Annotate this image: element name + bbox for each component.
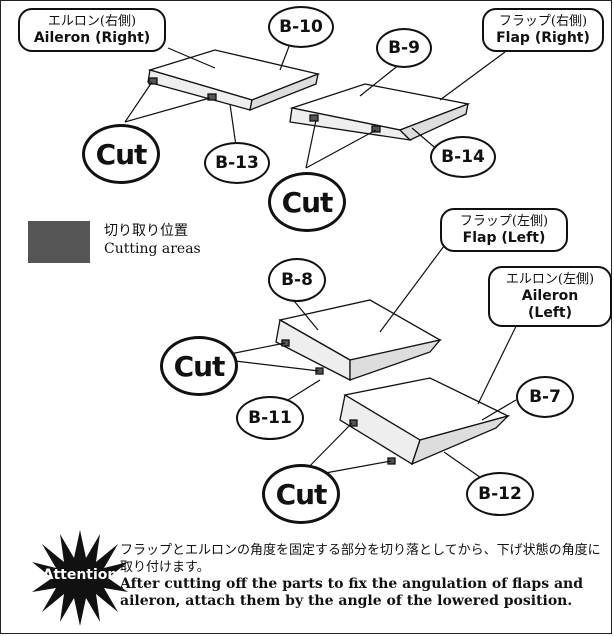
- aileron-right-part: [147, 49, 321, 112]
- callout-aileron-right-jp: エルロン(右側): [47, 14, 137, 29]
- part-label-b12: B-12: [466, 472, 534, 516]
- attention-note-jp: フラップとエルロンの角度を固定する部分を切り落としてから、下げ状態の角度に取り付…: [120, 543, 601, 575]
- callout-aileron-left: エルロン(左側) Aileron (Left): [488, 266, 612, 327]
- cut-marker-flap-right: Cut: [268, 172, 346, 232]
- aileron-left-part: [339, 377, 511, 466]
- cut-marker-aileron-right: Cut: [82, 124, 160, 184]
- cut-marker-aileron-left: Cut: [262, 464, 340, 524]
- callout-flap-left: フラップ(左側) Flap (Left): [440, 208, 568, 252]
- cutting-area-swatch: [28, 221, 90, 263]
- part-label-b13: B-13: [204, 142, 270, 184]
- attention-note-en: After cutting off the parts to fix the a…: [120, 576, 584, 609]
- cut-marker-flap-left: Cut: [160, 336, 238, 396]
- legend-jp: 切り取り位置: [104, 223, 188, 239]
- part-label-b14: B-14: [430, 136, 496, 178]
- part-label-b11: B-11: [236, 396, 304, 440]
- callout-flap-right: フラップ(右側) Flap (Right): [482, 8, 604, 52]
- part-label-b10: B-10: [268, 6, 334, 48]
- callout-aileron-right-en: Aileron (Right): [33, 30, 151, 46]
- part-label-b9: B-9: [376, 28, 432, 68]
- callout-aileron-left-en: Aileron (Left): [521, 288, 579, 321]
- part-label-b7: B-7: [516, 376, 574, 418]
- legend-text: 切り取り位置 Cutting areas: [104, 222, 201, 258]
- part-label-b8: B-8: [268, 258, 326, 302]
- callout-aileron-right: エルロン(右側) Aileron (Right): [18, 8, 166, 52]
- legend-en: Cutting areas: [104, 241, 201, 257]
- flap-left-part: [275, 299, 442, 382]
- callout-flap-right-jp: フラップ(右側): [498, 14, 588, 29]
- callout-aileron-left-jp: エルロン(左側): [505, 272, 595, 287]
- attention-burst-icon: [32, 530, 128, 626]
- attention-badge: Attention: [42, 567, 118, 583]
- callout-flap-left-en: Flap (Left): [462, 230, 546, 246]
- flap-right-part: [289, 83, 471, 141]
- callout-flap-left-jp: フラップ(左側): [459, 214, 549, 229]
- attention-note: フラップとエルロンの角度を固定する部分を切り落としてから、下げ状態の角度に取り付…: [120, 542, 610, 610]
- callout-flap-right-en: Flap (Right): [496, 30, 590, 46]
